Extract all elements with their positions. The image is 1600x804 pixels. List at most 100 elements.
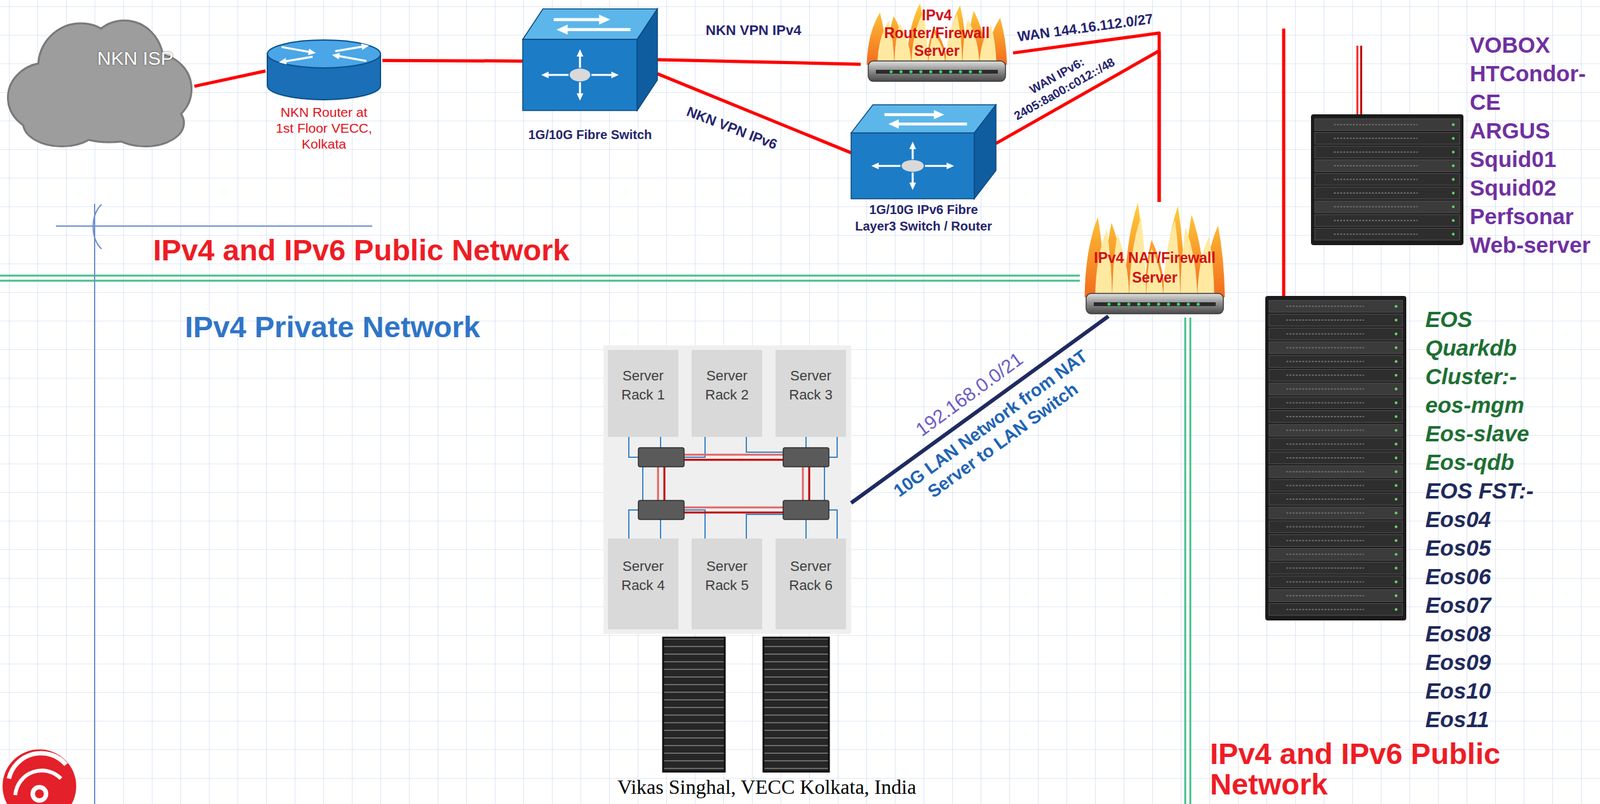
arrow-head (598, 14, 611, 25)
logo-dot (34, 789, 44, 799)
arrow-shaft (875, 165, 901, 168)
cloud-outline (107, 100, 183, 146)
edge-label: WAN 144.16.112.0/27 (1016, 10, 1155, 46)
device-stripe (1093, 302, 1216, 307)
arrow-head (576, 48, 584, 57)
server-grille (1286, 498, 1364, 500)
node-label: Server Rack 2 (691, 366, 763, 405)
region-label: IPv4 and IPv6 Public Network (153, 233, 570, 268)
network-link (657, 59, 861, 65)
text-column: Server Rack 6 (775, 557, 847, 596)
server-led (1394, 304, 1398, 308)
margin-arc (93, 204, 102, 249)
cloud-fill (107, 100, 183, 146)
server-unit (1269, 603, 1403, 616)
lan-cable (828, 510, 838, 539)
device-led (919, 70, 923, 74)
server-rack-box: Server Rack 2 (691, 349, 763, 437)
lan-cable (823, 466, 826, 501)
rack-frame (1265, 295, 1407, 621)
node-label: Server Rack 1 (607, 366, 679, 405)
server-rack-box: Server Rack 6 (775, 538, 847, 630)
server-grille (1286, 539, 1364, 542)
device-led (978, 70, 982, 74)
switch-front (851, 132, 975, 199)
server-led (1394, 607, 1398, 611)
node-label: Eos04 (1425, 504, 1562, 534)
server-rack-box: Server Rack 4 (607, 538, 679, 630)
device-led (1176, 302, 1181, 307)
edge-label: NKN VPN IPv6 (684, 103, 780, 154)
server-led (1394, 318, 1398, 322)
node-label: Eos10 (1425, 676, 1562, 706)
switch-top (522, 8, 658, 40)
server-unit (1269, 383, 1403, 396)
server-unit (1269, 341, 1403, 354)
text-column: Server Rack 2 (691, 366, 763, 405)
node-label: Server Rack 3 (775, 366, 847, 405)
server-led (1452, 164, 1455, 168)
server-grille (1286, 581, 1364, 583)
region-boundary (0, 275, 1080, 277)
router-node: NKN Router at 1st Floor VECC, Kolkata (265, 38, 383, 156)
server-led (1394, 456, 1398, 460)
region-boundary (0, 280, 1080, 283)
text-column: Server Rack 3 (775, 366, 847, 405)
server-grille (1286, 457, 1364, 459)
caption-text: Vikas Singhal, VECC Kolkata, India (617, 774, 916, 800)
server-rack-node: VOBOXHTCondor-CEARGUSSquid01Squid02Perfs… (1308, 27, 1598, 265)
server-grille (1286, 416, 1364, 418)
switch-link (684, 459, 784, 462)
margin-line (55, 225, 373, 227)
server-unit (1269, 562, 1403, 575)
server-grille (1286, 567, 1364, 570)
switch-node: 1G/10G Fibre Switch (522, 8, 658, 150)
arrow-head (871, 162, 880, 169)
server-unit (1269, 327, 1403, 340)
text-column: NKN Router at 1st Floor VECC, Kolkata (273, 104, 375, 152)
text-column: VOBOXHTCondor-CEARGUSSquid01Squid02Perfs… (1469, 30, 1596, 260)
server-grille (1286, 388, 1364, 390)
server-grille (1286, 360, 1364, 363)
text-column: IPv4 Router/Firewall Server (870, 6, 1004, 60)
server-grille (1333, 137, 1418, 140)
node-label: IPv4 Router/Firewall Server (870, 6, 1004, 60)
server-rack-box: Server Rack 5 (691, 538, 763, 630)
server-rack-box: Server Rack 1 (607, 349, 679, 437)
arrow-head (611, 71, 619, 79)
node-label: Eos08 (1425, 619, 1562, 648)
node-label: VOBOX (1469, 30, 1596, 60)
region-label: IPv4 Private Network (184, 309, 481, 345)
server-unit (1314, 214, 1460, 227)
server-grille (1286, 305, 1364, 307)
server-grille (1286, 595, 1364, 597)
switch-link (802, 466, 805, 501)
device-led (1166, 302, 1170, 307)
node-icon (5, 10, 195, 152)
node-label: Squid01 (1469, 144, 1596, 174)
node-label: Web-server (1469, 230, 1596, 260)
server-led (1452, 191, 1455, 195)
eos-rack-node: EOS Quarkdb Cluster:-eos-mgmEos-slaveEos… (1262, 295, 1568, 738)
device-stripe (875, 69, 998, 74)
server-grille (1333, 123, 1418, 126)
switch-link (657, 466, 660, 501)
device-led (1196, 302, 1200, 307)
text-column: IPv4 NAT/Firewall Server (1081, 248, 1228, 288)
server-unit (1314, 173, 1460, 186)
node-label: 1G/10G IPv6 Fibre Layer3 Switch / Router (851, 201, 996, 235)
server-unit (1269, 590, 1403, 603)
switch-side (637, 8, 658, 111)
node-label: HTCondor-CE (1469, 59, 1596, 117)
server-unit (1269, 576, 1403, 589)
server-unit (1269, 424, 1403, 437)
text-column: Server Rack 1 (607, 366, 679, 405)
switch-link (684, 454, 784, 457)
router-top (267, 40, 381, 68)
server-unit (1269, 396, 1403, 410)
node-label: NKN ISP (81, 47, 190, 70)
flame-outer (867, 3, 1008, 65)
node-label: IPv4 NAT/Firewall Server (1081, 248, 1228, 288)
server-led (1394, 594, 1398, 598)
